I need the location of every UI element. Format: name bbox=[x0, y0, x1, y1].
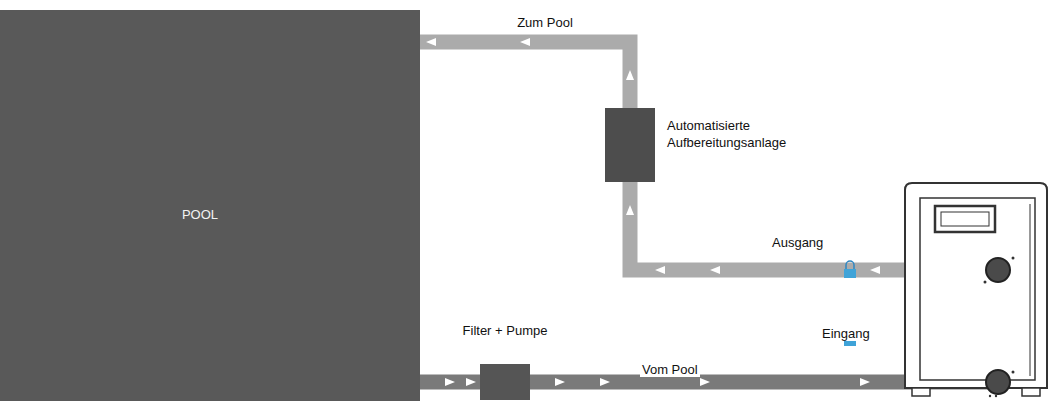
inlet-label: Eingang bbox=[820, 326, 872, 341]
treatment-unit-box: Automatisierte Aufbereitungsanlage bbox=[605, 108, 655, 182]
outlet-label: Ausgang bbox=[770, 235, 825, 250]
pool-basin: POOL bbox=[0, 10, 420, 401]
water-pipe bbox=[420, 378, 480, 386]
heat-pump bbox=[905, 183, 1047, 397]
filter-pump-box: Filter + Pumpe bbox=[480, 364, 530, 400]
node-label: POOL bbox=[182, 207, 218, 224]
flow-arrows bbox=[555, 205, 880, 386]
node-label: Automatisierte Aufbereitungsanlage bbox=[667, 118, 817, 152]
node-label: Filter + Pumpe bbox=[463, 323, 548, 340]
edge-label: Zum Pool bbox=[515, 15, 575, 30]
water-pipe bbox=[420, 38, 634, 108]
pipe-label: Vom Pool bbox=[640, 362, 700, 377]
